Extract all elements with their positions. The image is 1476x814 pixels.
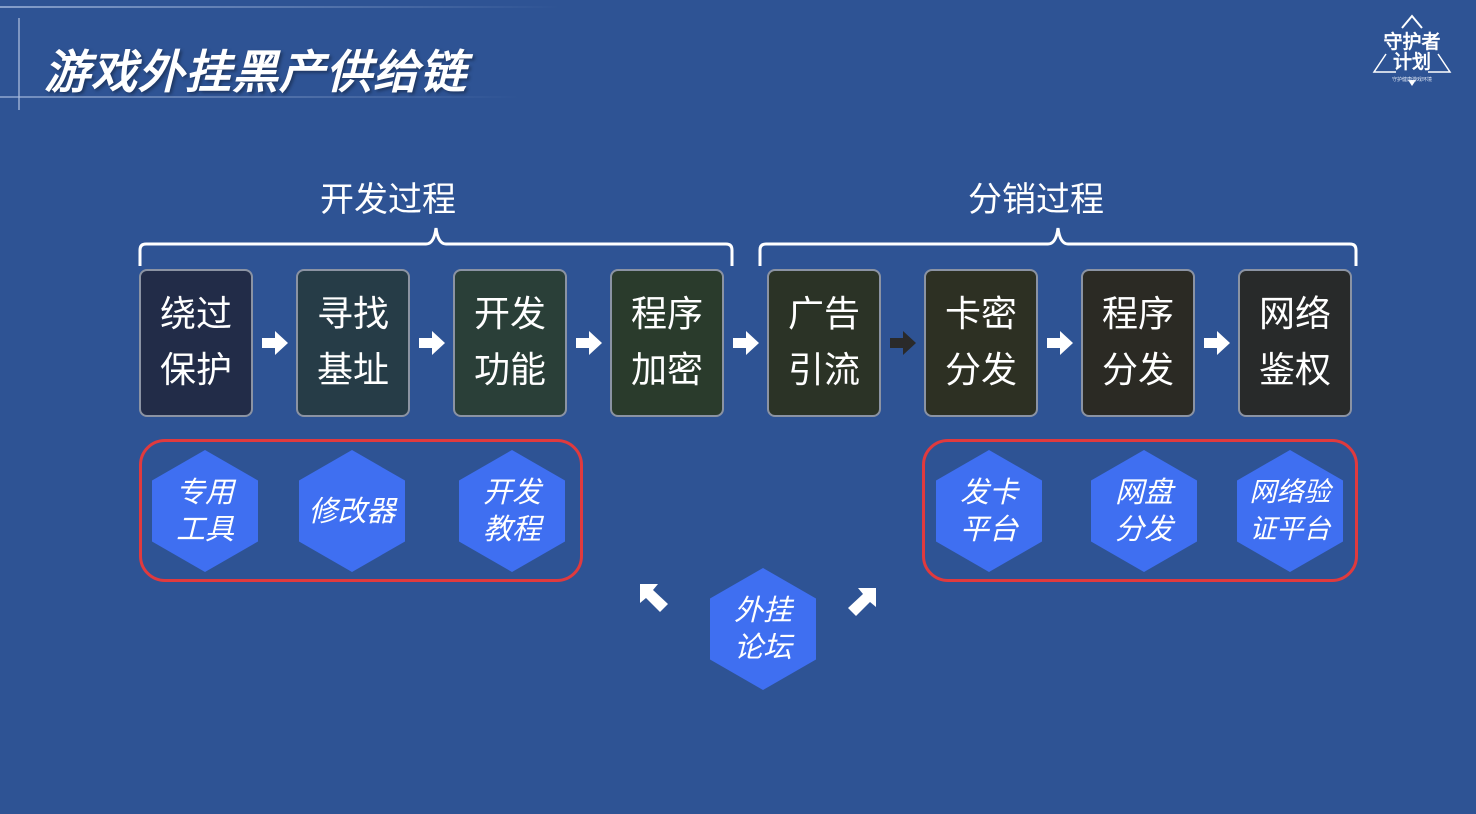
distribution-label: 分销过程 <box>968 180 1104 220</box>
step-label-line1: 程序 <box>630 294 703 335</box>
arrow-right-icon <box>1204 331 1230 355</box>
hex-label-line2: 论坛 <box>733 630 792 664</box>
logo-frame-icon <box>1372 14 1452 86</box>
step-label-line1: 开发 <box>473 294 546 335</box>
title-bottom-line <box>0 96 520 98</box>
logo-subtitle: 守护健康游戏环境 <box>1391 77 1432 83</box>
step-bypass-protection: 绕过 保护 <box>139 269 253 417</box>
step-label-line2: 基址 <box>316 350 389 391</box>
arrow-right-icon <box>576 331 602 355</box>
step-develop-features: 开发 功能 <box>453 269 567 417</box>
step-label-line2: 分发 <box>1101 350 1174 391</box>
hex-label-line1: 网络验 <box>1249 477 1331 508</box>
hex-cheat-forum: 外挂 论坛 <box>710 568 816 690</box>
arrow-right-dark-icon <box>890 331 916 355</box>
guardian-logo: 守护者 计划 守护健康游戏环境 <box>1366 14 1458 88</box>
title-top-line <box>0 6 560 8</box>
step-label-line1: 卡密 <box>944 294 1017 335</box>
step-network-auth: 网络 鉴权 <box>1238 269 1352 417</box>
arrow-right-icon <box>419 331 445 355</box>
step-label-line2: 分发 <box>944 350 1017 391</box>
arrow-right-icon <box>1047 331 1073 355</box>
step-card-key-distribution: 卡密 分发 <box>924 269 1038 417</box>
hex-label-line1: 专用 <box>175 475 234 509</box>
distribution-brace <box>758 227 1358 266</box>
step-ad-traffic: 广告 引流 <box>767 269 881 417</box>
distribution-resources-group <box>922 439 1358 582</box>
logo-line-2: 计划 <box>1392 51 1431 73</box>
step-label-line1: 网络 <box>1258 294 1331 335</box>
step-find-base-address: 寻找 基址 <box>296 269 410 417</box>
step-label-line1: 广告 <box>787 294 860 335</box>
arrow-up-right-icon <box>848 588 876 616</box>
step-label-line2: 引流 <box>787 350 860 391</box>
page-title: 游戏外挂黑产供给链 <box>44 45 467 99</box>
step-program-distribution: 程序 分发 <box>1081 269 1195 417</box>
development-label: 开发过程 <box>320 180 456 220</box>
arrow-up-left-icon <box>640 584 668 612</box>
title-vertical-line <box>18 18 20 110</box>
step-label-line2: 加密 <box>630 350 703 391</box>
hex-label-line1: 网盘 <box>1114 475 1173 509</box>
hex-label-line2: 平台 <box>959 512 1018 546</box>
hex-label-line1: 修改器 <box>308 493 396 528</box>
arrow-right-icon <box>262 331 288 355</box>
development-brace <box>138 227 734 266</box>
step-label-line2: 功能 <box>473 350 546 391</box>
step-label-line2: 鉴权 <box>1258 350 1331 391</box>
arrow-right-icon <box>733 331 759 355</box>
hex-label-line2: 工具 <box>175 512 234 546</box>
hex-label-line2: 教程 <box>482 512 541 546</box>
step-label-line1: 程序 <box>1101 294 1174 335</box>
step-label-line1: 绕过 <box>159 294 232 335</box>
step-label-line2: 保护 <box>159 350 232 391</box>
hex-label-line1: 开发 <box>482 475 541 509</box>
hex-label-line2: 分发 <box>1114 512 1173 546</box>
step-program-encryption: 程序 加密 <box>610 269 724 417</box>
hex-label-line1: 外挂 <box>733 593 792 627</box>
hex-label-line1: 发卡 <box>959 475 1018 509</box>
step-label-line1: 寻找 <box>316 294 389 335</box>
logo-line-1: 守护者 <box>1383 31 1441 53</box>
development-resources-group <box>139 439 583 582</box>
hex-label-line2: 证平台 <box>1249 514 1331 545</box>
